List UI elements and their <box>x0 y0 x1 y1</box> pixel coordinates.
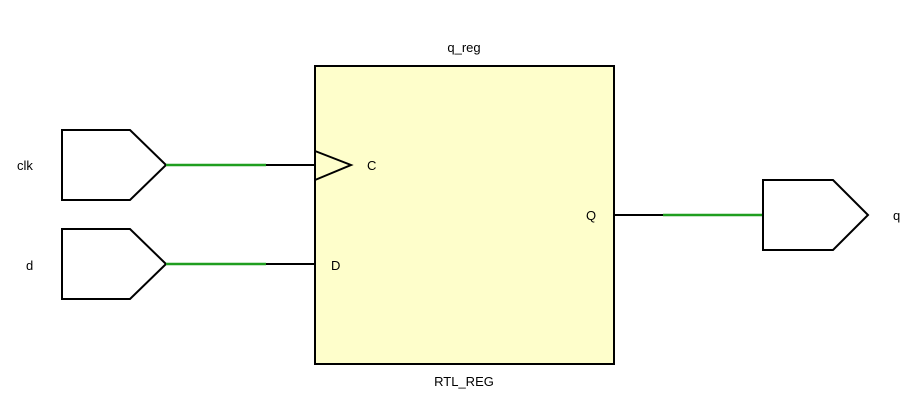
register-cell-type: RTL_REG <box>434 374 494 389</box>
register-instance-name: q_reg <box>447 40 480 55</box>
register-body[interactable] <box>314 65 615 365</box>
output-port-q-label: q <box>893 208 900 223</box>
input-port-d[interactable]: d <box>26 228 168 300</box>
pin-label-c: C <box>367 158 376 173</box>
input-port-clk[interactable]: clk <box>17 129 168 201</box>
input-port-d-shape[interactable] <box>61 228 168 300</box>
input-port-clk-label: clk <box>17 158 33 173</box>
input-port-clk-shape[interactable] <box>61 129 168 201</box>
output-port-q[interactable]: q <box>762 179 900 251</box>
clock-pin-triangle <box>314 150 354 181</box>
output-port-q-shape[interactable] <box>762 179 870 251</box>
pin-label-q: Q <box>586 208 596 223</box>
pin-label-d: D <box>331 258 340 273</box>
register-cell[interactable]: q_reg RTL_REG C D Q <box>314 40 615 389</box>
input-port-d-label: d <box>26 258 33 273</box>
